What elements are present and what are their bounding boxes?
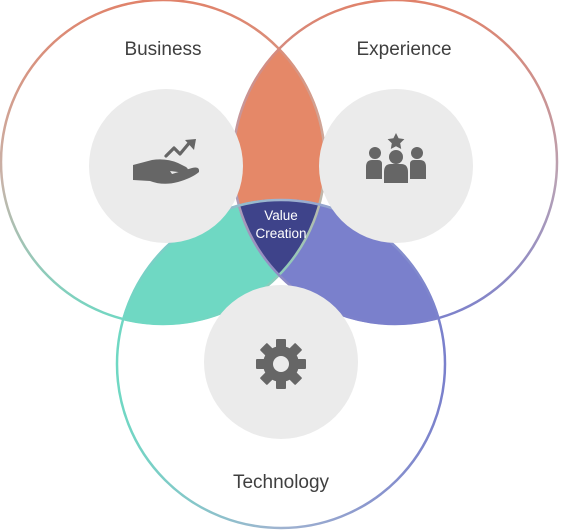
hand-growth-icon — [133, 139, 200, 184]
technology-circle — [115, 198, 447, 530]
value-creation-label-line1: Value — [264, 208, 298, 223]
technology-label: Technology — [233, 472, 330, 493]
business-label: Business — [124, 39, 201, 60]
experience-technology-overlap — [232, 199, 446, 325]
business-technology-overlap — [116, 199, 326, 325]
team-star-icon — [366, 133, 426, 183]
value-creation-label-line2: Creation — [255, 226, 306, 241]
gear-icon — [256, 339, 306, 389]
experience-label: Experience — [356, 39, 451, 60]
